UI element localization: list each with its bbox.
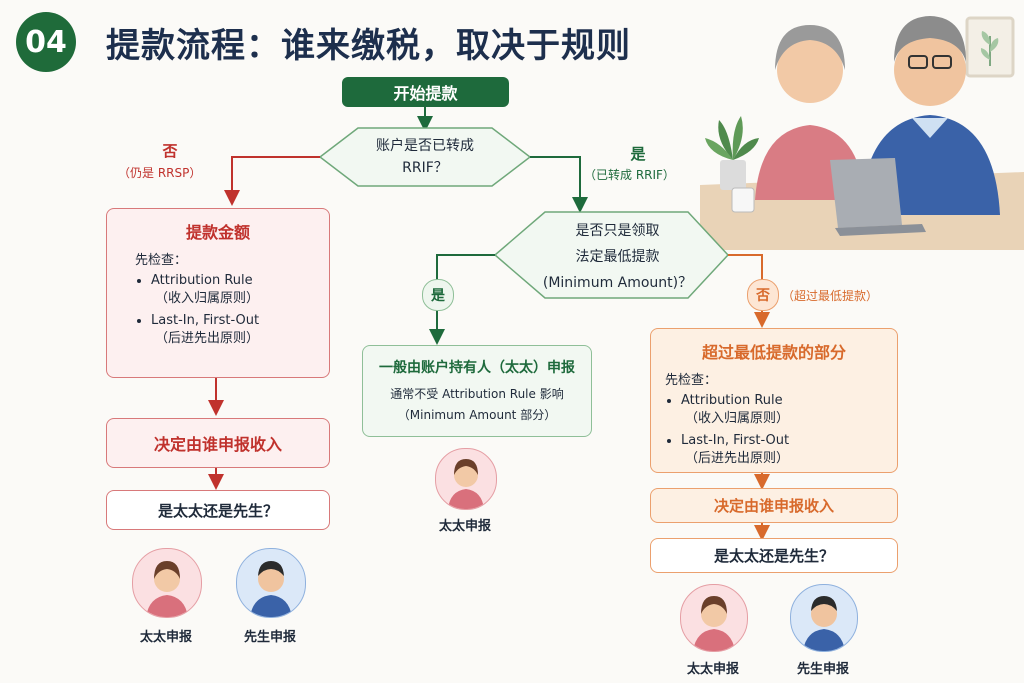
page-title: 提款流程：谁来缴税，取决于规则	[106, 26, 631, 66]
decision-minimum-line3: (Minimum Amount)？	[542, 275, 693, 291]
man-avatar-icon	[790, 584, 858, 652]
man-avatar-icon	[236, 548, 306, 618]
woman-avatar-icon	[680, 584, 748, 652]
check-label: 先检查：	[665, 373, 718, 388]
who-files-label: 是太太还是先生？	[713, 547, 834, 565]
section-number-badge: 04	[16, 12, 76, 72]
withdrawal-amount-box: 提款金额 先检查： Attribution Rule （收入归属原则） Last…	[106, 208, 330, 378]
branch-over-note: （超过最低提款）	[782, 289, 879, 303]
couple-illustration	[700, 16, 1024, 250]
check-item: Attribution Rule （收入归属原则）	[151, 272, 329, 308]
branch-yes-circle: 是	[422, 279, 454, 311]
check-label: 先检查：	[135, 253, 188, 268]
who-files-box-right: 是太太还是先生？	[650, 538, 898, 573]
avatar-caption: 太太申报	[686, 662, 739, 677]
holder-files-title: 一般由账户持有人（太太）申报	[379, 360, 575, 376]
decision-rrif-line2: RRIF？	[402, 160, 448, 176]
decide-filer-box-right: 决定由谁申报收入	[650, 488, 898, 523]
start-node: 开始提款	[342, 77, 509, 107]
holder-files-line1: 通常不受 Attribution Rule 影响	[390, 387, 564, 401]
branch-no-note: （仍是 RRSP）	[118, 166, 202, 180]
decide-filer-label: 决定由谁申报收入	[713, 497, 834, 515]
withdrawal-amount-title: 提款金额	[185, 223, 250, 242]
woman-avatar-icon	[435, 448, 497, 510]
check-item: Attribution Rule （收入归属原则）	[681, 392, 897, 428]
over-minimum-box: 超过最低提款的部分 先检查： Attribution Rule （收入归属原则）…	[650, 328, 898, 473]
avatar-caption: 先生申报	[796, 662, 849, 677]
holder-files-box: 一般由账户持有人（太太）申报 通常不受 Attribution Rule 影响 …	[362, 345, 592, 437]
check-item: Last-In, First-Out （后进先出原则）	[151, 312, 329, 348]
who-files-label: 是太太还是先生？	[157, 501, 278, 520]
branch-no-circle: 否	[747, 279, 779, 311]
decision-minimum: 是否只是领取 法定最低提款 (Minimum Amount)？	[530, 218, 705, 296]
over-minimum-title: 超过最低提款的部分	[701, 343, 846, 362]
branch-yes-note: （已转成 RRIF）	[584, 168, 675, 182]
branch-no-label: 否	[162, 142, 178, 160]
decision-rrif-line1: 账户是否已转成	[376, 138, 474, 154]
check-item: Last-In, First-Out （后进先出原则）	[681, 432, 897, 468]
avatar-caption: 先生申报	[243, 630, 296, 645]
who-files-box: 是太太还是先生？	[106, 490, 330, 530]
branch-yes-label: 是	[630, 145, 646, 163]
decision-minimum-line2: 法定最低提款	[575, 249, 660, 265]
holder-files-line2: （Minimum Amount 部分）	[397, 408, 557, 422]
avatar-caption: 太太申报	[139, 630, 192, 645]
decide-filer-box: 决定由谁申报收入	[106, 418, 330, 468]
woman-avatar-icon	[132, 548, 202, 618]
decision-minimum-line1: 是否只是领取	[575, 223, 660, 239]
avatar-caption: 太太申报	[438, 519, 491, 534]
decision-rrif: 账户是否已转成 RRIF？	[360, 135, 490, 179]
decide-filer-label: 决定由谁申报收入	[153, 435, 282, 454]
